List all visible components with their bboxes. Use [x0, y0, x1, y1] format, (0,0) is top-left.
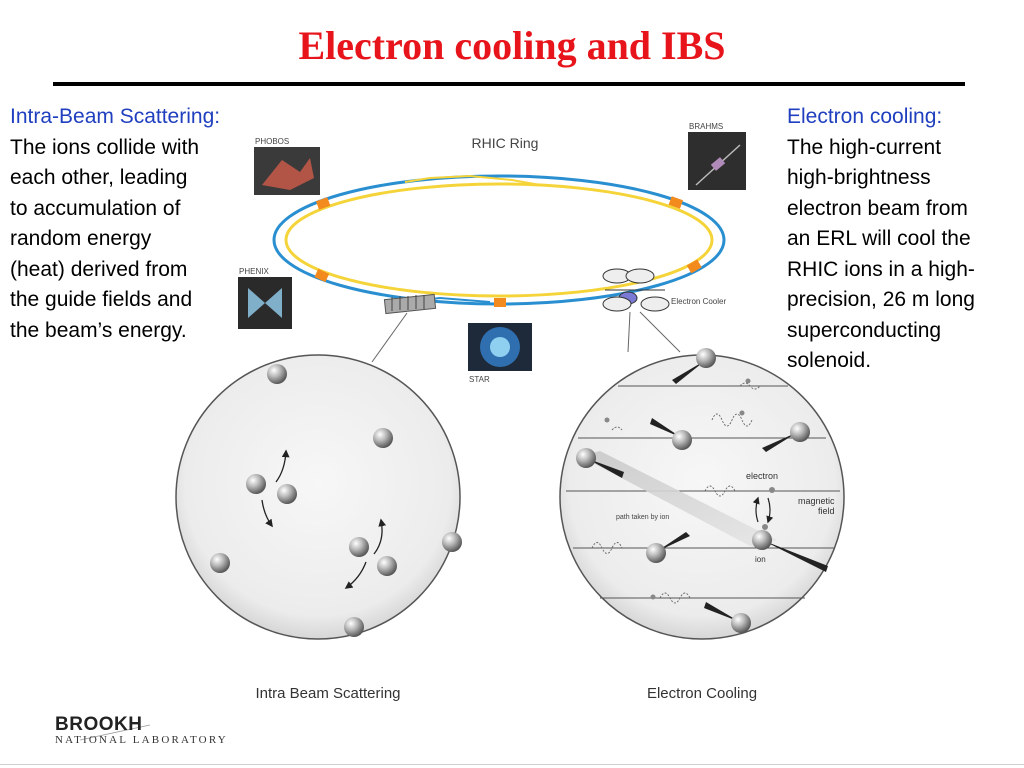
- ion-ball: [752, 530, 772, 550]
- ion-ball: [246, 474, 266, 494]
- cooling-line: high-brightness: [787, 166, 931, 189]
- cooling-line: superconducting: [787, 318, 942, 342]
- magnet: [686, 259, 702, 274]
- ion-ball: [344, 617, 364, 637]
- slide-title: Electron cooling and IBS: [298, 23, 726, 68]
- ion-ball: [576, 448, 596, 468]
- ion-ball: [277, 484, 297, 504]
- ion-path-label: path taken by ion: [616, 514, 669, 521]
- ion-ball: [349, 537, 369, 557]
- ibs-connector: [371, 312, 408, 363]
- collision-arrows: [261, 449, 387, 589]
- ibs-line: each other, leading: [10, 166, 188, 189]
- electron-spirals: [591, 382, 761, 604]
- cooling-caption: Electron Cooling: [647, 685, 757, 702]
- cooler-connector: [639, 311, 681, 353]
- cooling-line: an ERL will cool the: [787, 227, 971, 250]
- cooling-description: Electron cooling: The high-current high-…: [787, 102, 1023, 377]
- cooling-line: The high-current: [787, 135, 942, 159]
- magnetic-field-label-line: field: [818, 506, 835, 516]
- cooling-line: precision, 26 m long: [787, 288, 975, 311]
- ion-label: ion: [755, 555, 766, 564]
- magnetic-field-label: magnetic field: [798, 496, 837, 516]
- ion-ball: [790, 422, 810, 442]
- blue-ring: [272, 174, 726, 306]
- ring-title: RHIC Ring: [472, 135, 539, 151]
- phenix-label: PHENIX: [239, 267, 269, 276]
- phobos-detail: [262, 158, 314, 190]
- cooling-line: electron beam from: [787, 196, 968, 220]
- ibs-line: The ions collide with: [10, 135, 200, 159]
- ion-trails: [586, 360, 828, 622]
- ion-path-band: [580, 451, 777, 547]
- ion-ball: [696, 348, 716, 368]
- ibs-caption: Intra Beam Scattering: [255, 685, 400, 702]
- cooler-label: Electron Cooler: [671, 297, 726, 306]
- logo-name: BROOKH: [55, 714, 143, 735]
- ibs-zoom-circle: [175, 354, 461, 640]
- title-underline: [53, 82, 965, 86]
- star-label: STAR: [469, 375, 490, 384]
- bnl-logo: BROOKH NATIONAL LABORATORY: [55, 714, 228, 746]
- logo-subtitle: NATIONAL LABORATORY: [55, 734, 228, 746]
- electron-motion-arrows: [752, 496, 774, 524]
- yellow-ring: [284, 182, 714, 298]
- electrons: [604, 378, 775, 600]
- magnet: [315, 197, 331, 210]
- ion-ball: [210, 553, 230, 573]
- ibs-line: (heat) derived from: [10, 257, 188, 281]
- magnet: [314, 268, 330, 283]
- ibs-description: Intra-Beam Scattering: The ions collide …: [10, 102, 250, 346]
- ion-ball: [373, 428, 393, 448]
- cooling-ions: [576, 348, 810, 633]
- ibs-line: to accumulation of: [10, 196, 181, 220]
- electron-cooler: [602, 268, 670, 312]
- ion-ball: [442, 532, 462, 552]
- logo-flourish: [79, 724, 151, 741]
- brahms-detail: [710, 157, 726, 171]
- magnet: [494, 298, 506, 307]
- ion-ball: [731, 613, 751, 633]
- electron-label: electron: [746, 471, 778, 481]
- magnetic-field-label-line: magnetic: [798, 496, 835, 506]
- ion-ball: [377, 556, 397, 576]
- ion-ball: [646, 543, 666, 563]
- star-detail: [490, 337, 510, 357]
- phenix-detail: [248, 288, 282, 318]
- phobos-label: PHOBOS: [255, 137, 289, 146]
- cooling-line: RHIC ions in a high-: [787, 257, 975, 281]
- cooling-heading: Electron cooling:: [787, 105, 943, 128]
- ion-ball: [672, 430, 692, 450]
- cooling-line: solenoid.: [787, 349, 872, 372]
- cooler-connector: [627, 311, 631, 353]
- ibs-ring-segment: [383, 293, 437, 315]
- ibs-ions: [210, 364, 462, 637]
- ibs-line: random energy: [10, 227, 152, 250]
- brahms-label: BRAHMS: [689, 122, 723, 131]
- ibs-line: the guide fields and: [10, 288, 193, 311]
- magnet: [668, 196, 684, 209]
- crossing-segment: [404, 174, 541, 186]
- ibs-line: the beam’s energy.: [10, 318, 187, 342]
- ibs-heading: Intra-Beam Scattering:: [10, 105, 221, 128]
- footer-divider: [0, 764, 1024, 765]
- ion-ball: [267, 364, 287, 384]
